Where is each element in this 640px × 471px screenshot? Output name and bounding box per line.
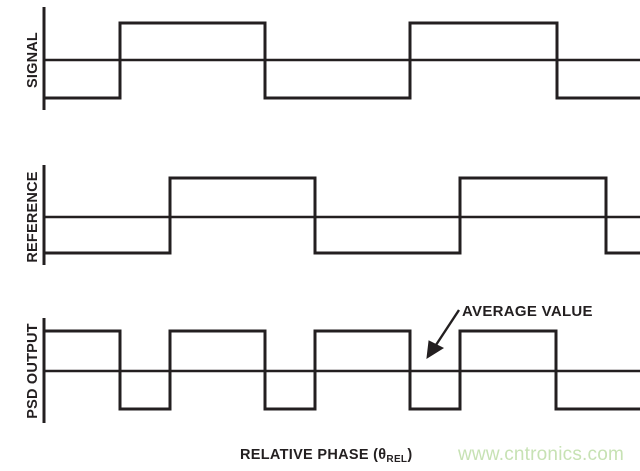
axis-label-psd-output: PSD OUTPUT [25,323,41,418]
average-value-annotation: AVERAGE VALUE [426,303,593,359]
average-value-arrow-shaft [432,309,461,349]
x-axis-label: RELATIVE PHASE (θREL) [240,447,412,465]
watermark-cntronics: www.cntronics.com [457,444,624,465]
axis-label-signal: SIGNAL [25,32,41,88]
x-axis-label-theta: θ [378,447,386,463]
x-axis-label-main: RELATIVE PHASE ( [240,447,378,463]
x-axis-label-group: RELATIVE PHASE (θREL) [240,447,412,465]
signal-waveform [44,21,640,100]
average-value-arrow-head [426,340,445,359]
x-axis-label-close: ) [407,447,412,463]
reference-waveform [44,176,640,255]
panel-psd-output: PSD OUTPUT [25,318,640,423]
average-value-label: AVERAGE VALUE [462,303,593,320]
panel-signal: SIGNAL [25,7,640,110]
axis-label-reference: REFERENCE [25,171,41,262]
panel-reference: REFERENCE [25,165,640,265]
psd-output-waveform [44,329,640,411]
x-axis-label-subscript: REL [386,454,407,465]
